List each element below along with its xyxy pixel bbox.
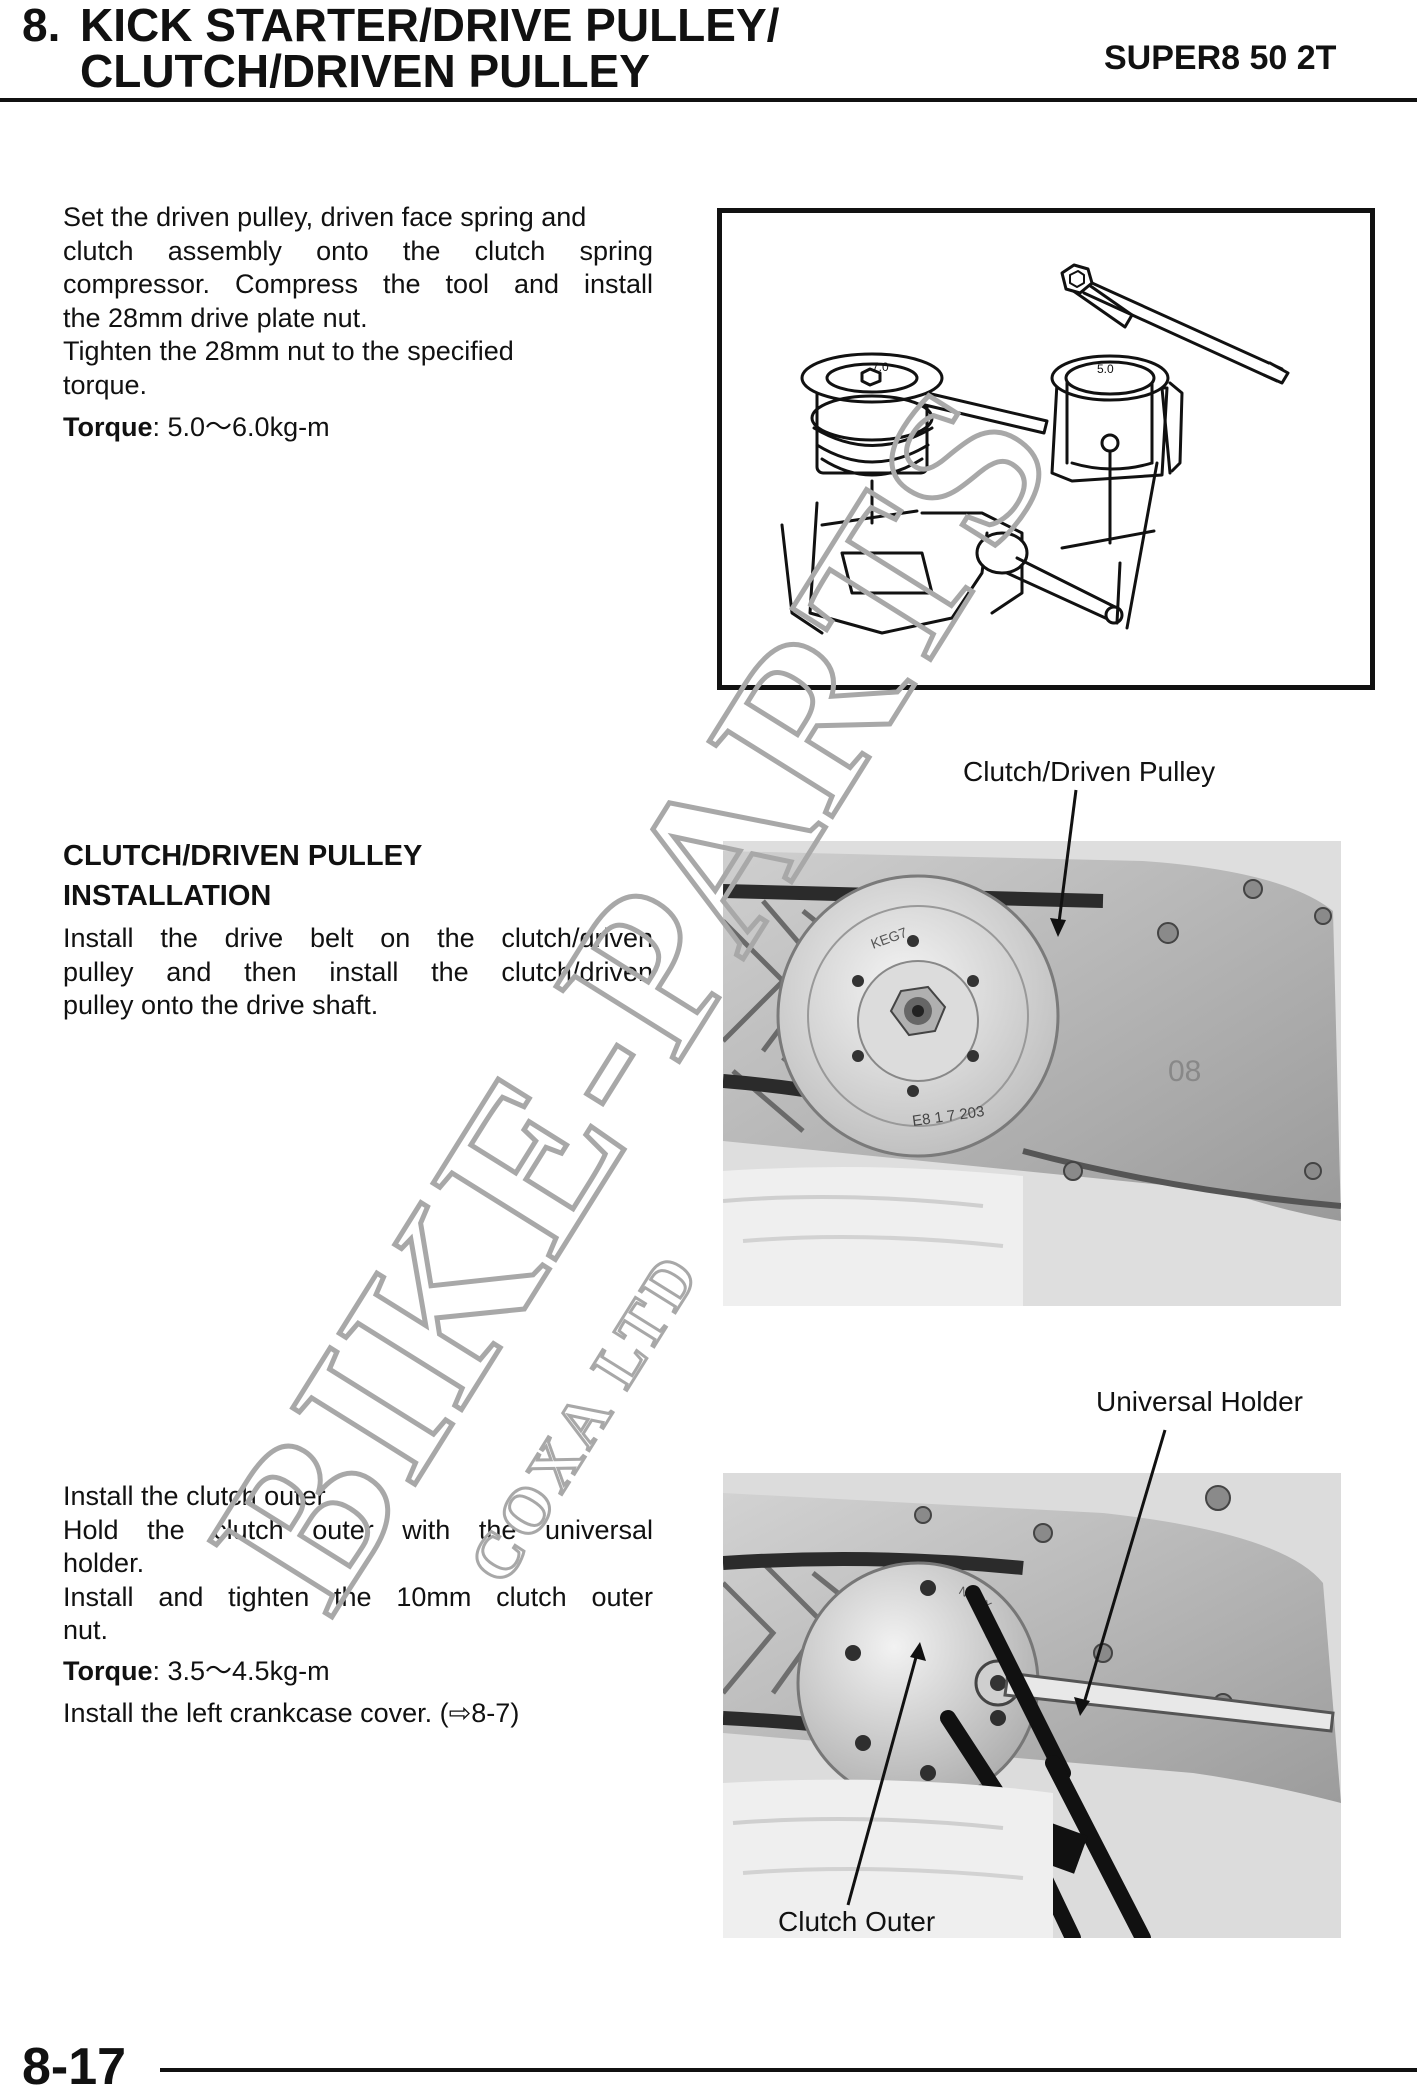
leader-line-universal-holder xyxy=(1080,1429,1167,1711)
step3-line: nut. xyxy=(63,1615,109,1645)
step3-line: Install the clutch outer. xyxy=(63,1481,332,1511)
leader-line-driven-pulley xyxy=(1056,789,1078,931)
step2-line: Install the drive belt on the clutch/dri… xyxy=(63,923,653,953)
step3-line: holder. xyxy=(63,1548,145,1578)
step1-line: the 28mm drive plate nut. xyxy=(63,302,368,333)
driven-pulley-photo-drawing: KEG7 E8 1 7 203 08 xyxy=(721,841,1342,1306)
footer-rule xyxy=(160,2068,1417,2072)
heading-line2: INSTALLATION xyxy=(63,880,272,912)
torque-value: : 5.0～6.0kg-m xyxy=(152,412,330,442)
step3-line: Install and tighten the 10mm clutch oute… xyxy=(63,1581,653,1612)
step1-torque: Torque: 5.0～6.0kg-m xyxy=(63,411,330,444)
callout-universal-holder: Universal Holder xyxy=(1096,1386,1303,1417)
page-title-line1: KICK STARTER/DRIVE PULLEY/ xyxy=(80,0,780,51)
callout-clutch-outer: Clutch Outer xyxy=(778,1906,936,1937)
callout-clutch-driven-pulley: Clutch/Driven Pulley xyxy=(963,756,1216,787)
heading-line1: CLUTCH/DRIVEN PULLEY xyxy=(63,840,423,872)
step2-paragraph: Install the drive belt on the clutch/dri… xyxy=(63,922,653,1023)
model-name: SUPER8 50 2T xyxy=(1104,39,1337,77)
clutch-outer-photo-drawing: NOOX xyxy=(721,1473,1341,1946)
figure-spring-compressor: 5.0 7.0 xyxy=(717,208,1375,690)
leader-arrow xyxy=(910,1642,926,1661)
section-number: 8. xyxy=(22,0,61,51)
step1-line: compressor. Compress the tool and instal… xyxy=(63,269,653,299)
step1-line: Tighten the 28mm nut to the specified xyxy=(63,336,514,366)
step1-line: clutch assembly onto the clutch spring xyxy=(63,235,653,266)
step1-line: torque. xyxy=(63,369,148,400)
step3-torque: Torque: 3.5～4.5kg-m xyxy=(63,1655,330,1688)
section-heading: CLUTCH/DRIVEN PULLEY INSTALLATION xyxy=(63,836,422,916)
step1-paragraph: Set the driven pulley, driven face sprin… xyxy=(63,201,653,402)
spring-compressor-drawing: 5.0 7.0 xyxy=(780,263,1290,635)
torque-label: Torque xyxy=(63,412,153,442)
engraving-cover: 08 xyxy=(1168,1055,1201,1088)
page-number: 8-17 xyxy=(22,2038,127,2096)
torque-value: : 3.5～4.5kg-m xyxy=(152,1656,330,1686)
crankcase-cover-instruction: Install the left crankcase cover. (⇨8-7) xyxy=(63,1698,520,1728)
leader-arrow xyxy=(1050,918,1066,937)
step1-line: Set the driven pulley, driven face sprin… xyxy=(63,202,587,232)
step2-line: pulley onto the drive shaft. xyxy=(63,990,379,1020)
step3-line: Hold the clutch outer with the universal xyxy=(63,1514,653,1545)
torque-label: Torque xyxy=(63,1656,153,1686)
figure-clutch-outer-photo: NOOX xyxy=(721,1473,1341,1946)
leader-line-clutch-outer xyxy=(846,1649,920,1906)
header-rule xyxy=(0,98,1417,102)
step3-paragraph: Install the clutch outer. Hold the clutc… xyxy=(63,1480,653,1648)
figure-driven-pulley-photo: KEG7 E8 1 7 203 08 xyxy=(721,841,1342,1306)
step2-line: pulley and then install the clutch/drive… xyxy=(63,956,653,987)
engraving-a: 5.0 xyxy=(1097,362,1114,376)
engraving-b: 7.0 xyxy=(872,360,889,374)
leader-arrow xyxy=(1074,1697,1090,1716)
page-title-line2: CLUTCH/DRIVEN PULLEY xyxy=(80,45,650,97)
